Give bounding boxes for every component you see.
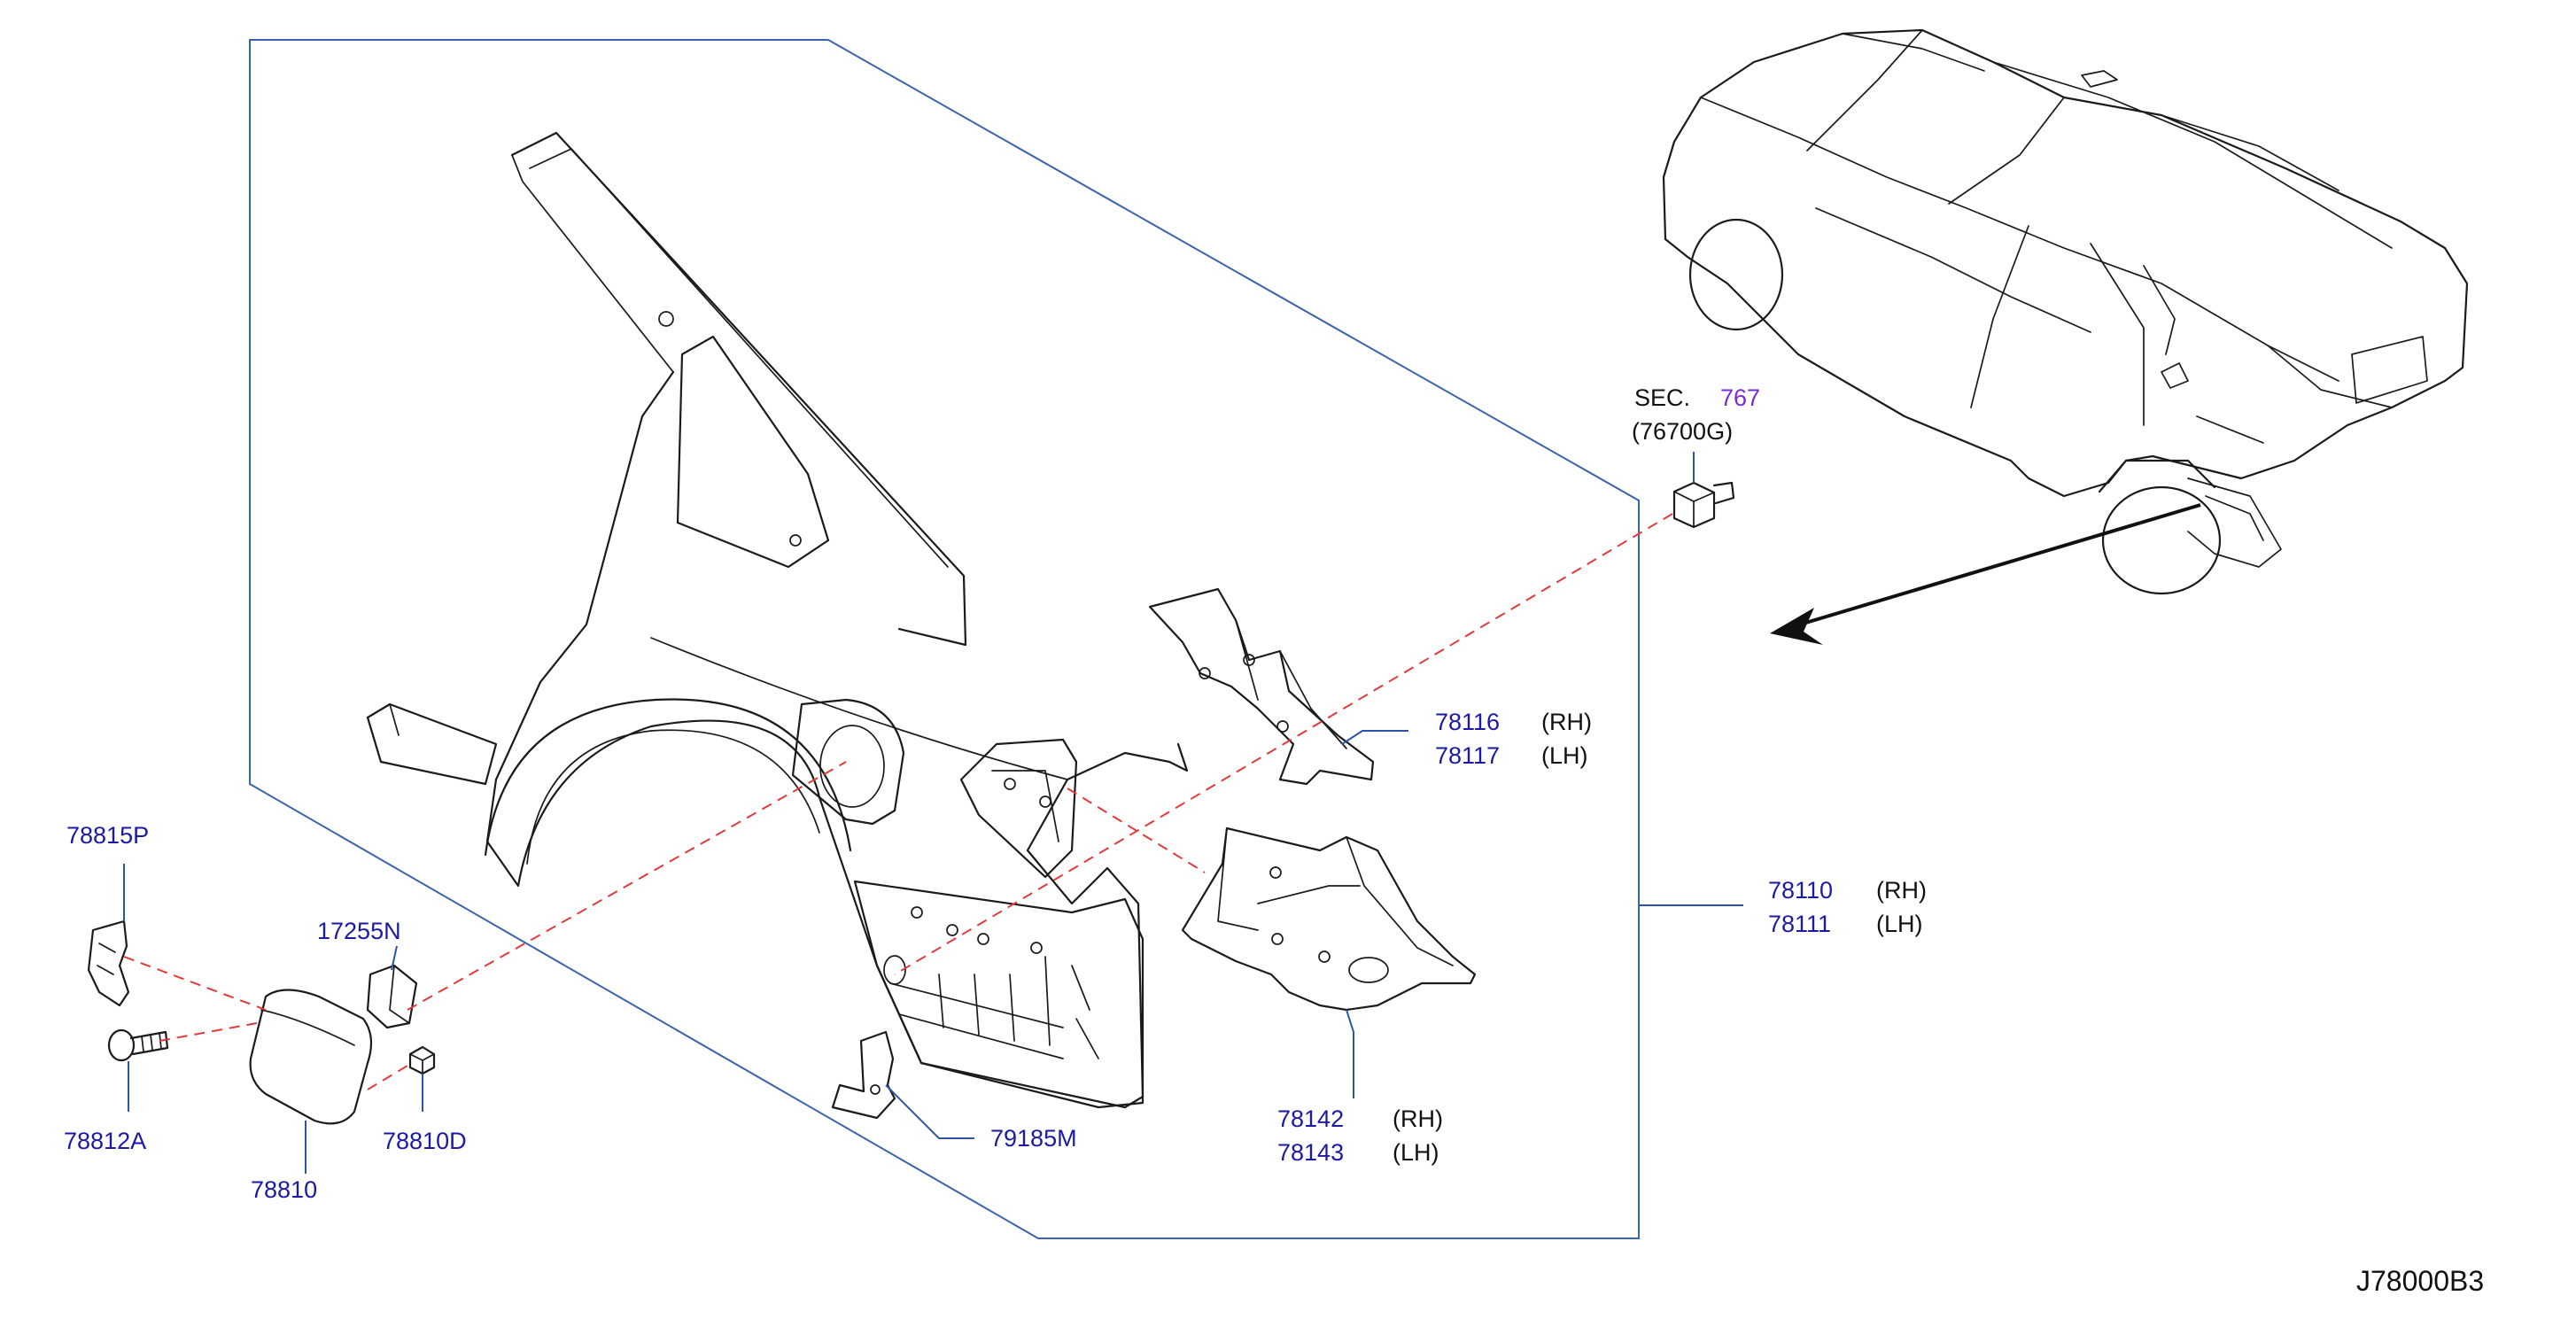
side-lh: (LH) [1393,1139,1439,1166]
side-lh: (LH) [1876,911,1923,937]
clip-17255N [366,964,418,1029]
rear-fender-panel [366,131,1189,1109]
section-prefix: SEC. [1634,384,1690,411]
part-number-78815P[interactable]: 78815P [66,822,149,849]
part-number-78110[interactable]: 78110 [1768,877,1833,904]
side-rh: (RH) [1876,877,1927,904]
part-number-78116[interactable]: 78116 [1435,709,1500,735]
part-number-78117[interactable]: 78117 [1435,742,1500,769]
part-number-78143[interactable]: 78143 [1277,1139,1344,1166]
section-part-number: (76700G) [1632,418,1733,445]
part-number-78142[interactable]: 78142 [1277,1106,1344,1132]
part-number-78111[interactable]: 78111 [1768,911,1831,937]
clip-78815P [87,919,130,1007]
part-number-17255N[interactable]: 17255N [317,918,401,944]
section-reference: SEC. 767 (76700G) [1632,384,1760,445]
callout-78143: 78143 (LH) [1277,1139,1439,1166]
clip-76700G [1672,481,1735,529]
diagram-id: J78000B3 [2356,1265,2484,1297]
callout-78142: 78142 (RH) [1277,1106,1443,1132]
locator-arrow [1770,503,2201,645]
section-number-link[interactable]: 767 [1720,384,1760,411]
callout-78111: 78111 (LH) [1768,911,1923,937]
assembly-frame [249,39,1640,1239]
bracket-79185M [831,1030,896,1120]
alignment-lines [123,513,1673,1090]
part-number-78812A[interactable]: 78812A [64,1128,146,1154]
side-rh: (RH) [1393,1106,1443,1132]
vehicle-locator [1662,28,2469,595]
bracket-78116-78117 [1148,587,1375,786]
side-lh: (LH) [1541,742,1588,769]
leader-lines [123,452,1743,1174]
callout-78116: 78116 (RH) [1435,709,1592,735]
part-number-78810D[interactable]: 78810D [383,1128,467,1154]
callout-78110: 78110 (RH) [1768,877,1927,904]
side-rh: (RH) [1541,709,1592,735]
callout-78117: 78117 (LH) [1435,742,1588,769]
bolt-78812A [107,1028,169,1062]
fuel-filler-lid-78810 [249,989,373,1125]
wheelhouse-extension-78142-78143 [1181,826,1477,1012]
bumper-78810D [408,1045,436,1075]
part-number-79185M[interactable]: 79185M [990,1125,1077,1152]
part-number-78810[interactable]: 78810 [251,1176,317,1203]
